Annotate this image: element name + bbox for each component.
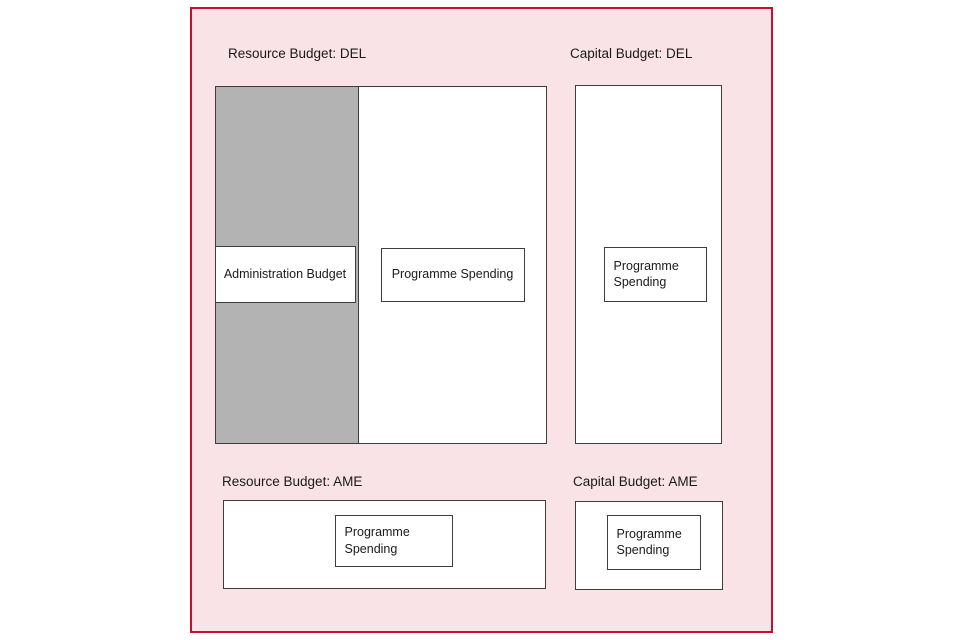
administration-budget-text: Administration Budget [223,266,347,281]
capital-del-programme-text: Programme Spending [613,258,679,290]
resource-ame-box: Programme Spending [223,500,546,589]
capital-del-label: Capital Budget: DEL [570,46,693,61]
resource-ame-label: Resource Budget: AME [222,474,363,489]
resource-ame-programme-text: Programme Spending [344,525,410,556]
resource-del-box: Administration Budget Programme Spending [214,86,547,444]
resource-del-label: Resource Budget: DEL [228,46,367,61]
capital-ame-box: Programme Spending [575,501,723,590]
budget-diagram-frame: Resource Budget: DEL Capital Budget: DEL… [190,7,773,633]
resource-del-programme-text: Programme Spending [391,267,514,282]
capital-ame-programme-text: Programme Spending [616,526,682,558]
capital-del-programme-box: Programme Spending [603,246,707,302]
resource-del-programme-box: Programme Spending [380,247,525,302]
administration-budget-box: Administration Budget [214,245,356,303]
capital-del-box: Programme Spending [575,85,722,444]
capital-ame-label: Capital Budget: AME [573,474,698,489]
capital-ame-programme-box: Programme Spending [606,514,701,570]
resource-ame-programme-box: Programme Spending [334,514,453,567]
